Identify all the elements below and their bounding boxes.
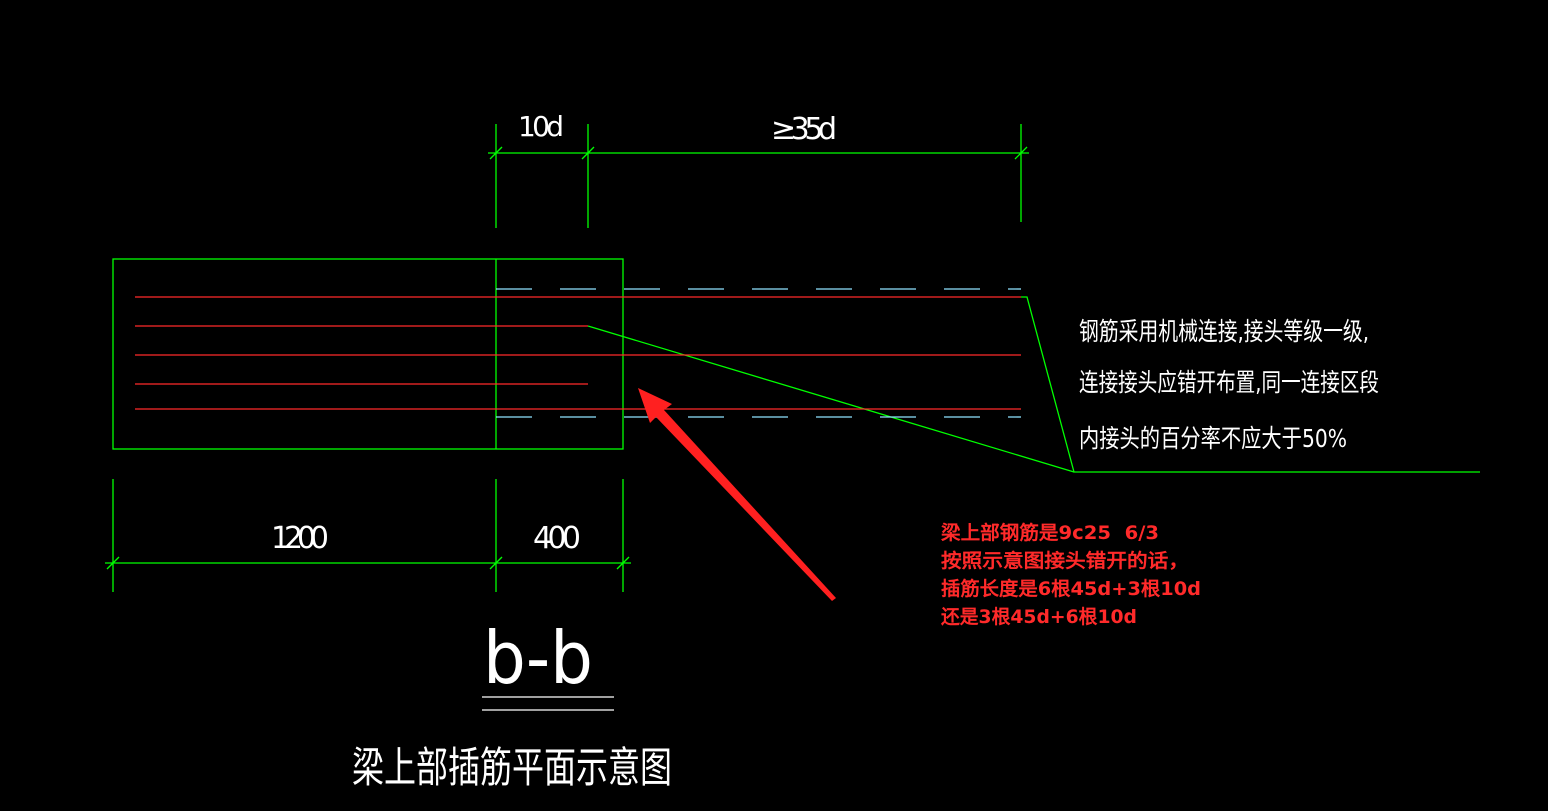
rebar-lines [135,296,1021,410]
arrow-icon [638,388,836,601]
top-dim-tick-1 [489,146,503,160]
dim-text-35d: ≥35d [771,112,837,147]
note-line-2: 连接接头应错开布置,同一连接区段 [1079,368,1379,397]
dashed-lines [496,288,1021,418]
annotation-line-2: 按照示意图接头错开的话， [941,549,1189,572]
note-line-3: 内接头的百分率不应大于50% [1079,424,1347,453]
beam-outline [112,258,624,450]
dim-text-1200: 1200 [271,521,329,556]
annotation-line-1: 梁上部钢筋是9c25 6/3 [940,521,1159,544]
bottom-dim-tick-3 [616,556,630,570]
bottom-dim-tick-2 [489,556,503,570]
note-leader-top [1021,296,1480,473]
annotation-line-3: 插筋长度是6根45d+3根10d [941,577,1201,600]
diagram-caption: 梁上部插筋平面示意图 [352,743,672,792]
annotation-arrow [638,388,836,601]
top-dim-tick-2 [581,146,595,160]
top-dim-tick-3 [1014,146,1028,160]
annotation-line-4: 还是3根45d+6根10d [940,605,1137,628]
dim-text-400: 400 [533,521,581,556]
dim-text-10d: 10d [518,110,564,143]
note-line-1: 钢筋采用机械连接,接头等级一级, [1079,317,1369,346]
bottom-dim-tick-1 [106,556,120,570]
note-leader-diagonal [587,325,1075,473]
section-label: b-b [483,616,593,700]
outline-geometry [105,124,1480,592]
